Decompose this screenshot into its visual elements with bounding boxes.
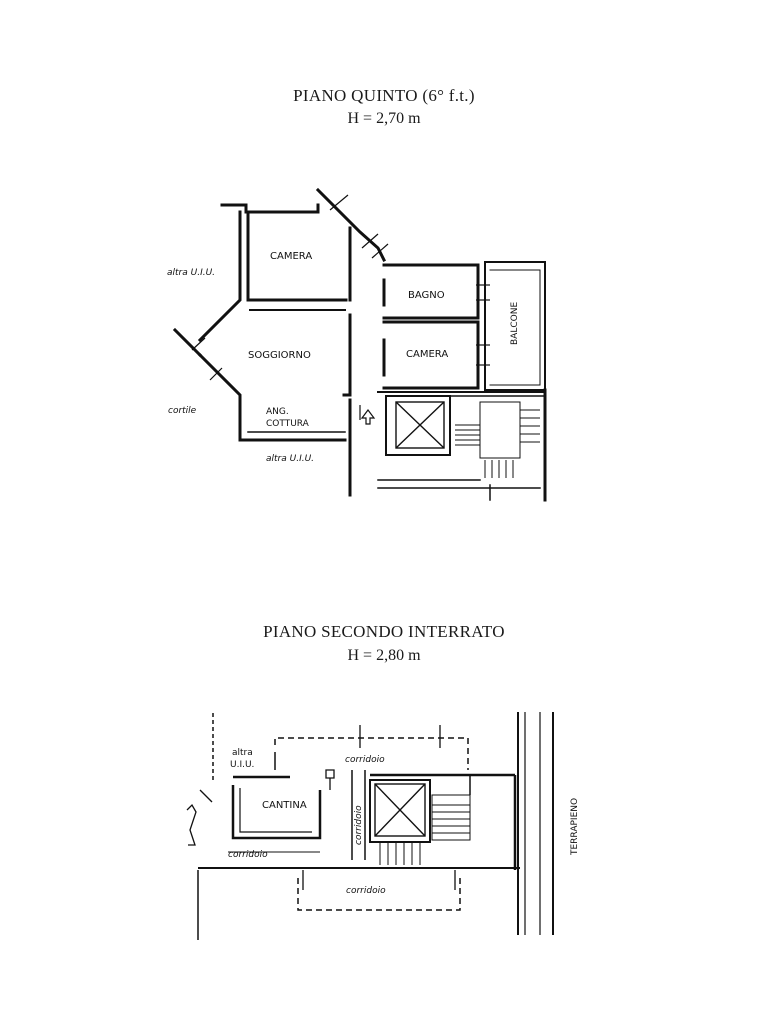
note-corridoio-left: corridoio xyxy=(228,850,268,860)
note-altra: altra xyxy=(232,748,253,758)
note-terrapieno: TERRAPIENO xyxy=(570,798,580,856)
upper-walls xyxy=(172,187,547,502)
room-label-balcone: BALCONE xyxy=(510,302,520,345)
note-uiu: U.I.U. xyxy=(230,760,254,770)
note-corridoio-vertical: corridoio xyxy=(354,805,364,845)
upper-plan-height: H = 2,70 m xyxy=(347,110,421,127)
note-altra-uiu-bottom: altra U.I.U. xyxy=(266,454,314,464)
note-altra-uiu-left: altra U.I.U. xyxy=(167,268,215,278)
upper-plan-title: PIANO QUINTO (6° f.t.) xyxy=(293,86,475,105)
upper-stairs xyxy=(455,401,540,478)
room-label-camera-2: CAMERA xyxy=(406,349,448,360)
lower-plan-height: H = 2,80 m xyxy=(347,647,421,664)
note-corridoio-bottom: corridoio xyxy=(346,886,386,896)
room-label-cottura: COTTURA xyxy=(266,419,310,429)
note-cortile: cortile xyxy=(168,406,197,416)
room-label-camera: CAMERA xyxy=(270,251,312,262)
lower-plan-title: PIANO SECONDO INTERRATO xyxy=(263,622,505,641)
room-label-bagno: BAGNO xyxy=(408,290,445,301)
upper-window-marks xyxy=(191,194,490,420)
lower-elevator-shaft xyxy=(374,783,426,837)
lower-walls xyxy=(197,712,554,940)
room-label-cantina: CANTINA xyxy=(262,800,307,811)
entrance-arrow-icon xyxy=(360,409,376,425)
room-label-ang: ANG. xyxy=(266,407,289,417)
room-label-soggiorno: SOGGIORNO xyxy=(248,350,311,361)
lower-stairs xyxy=(379,794,471,865)
note-corridoio-top: corridoio xyxy=(345,755,385,765)
lower-door-marks xyxy=(186,725,456,890)
upper-elevator-shaft xyxy=(395,401,445,449)
